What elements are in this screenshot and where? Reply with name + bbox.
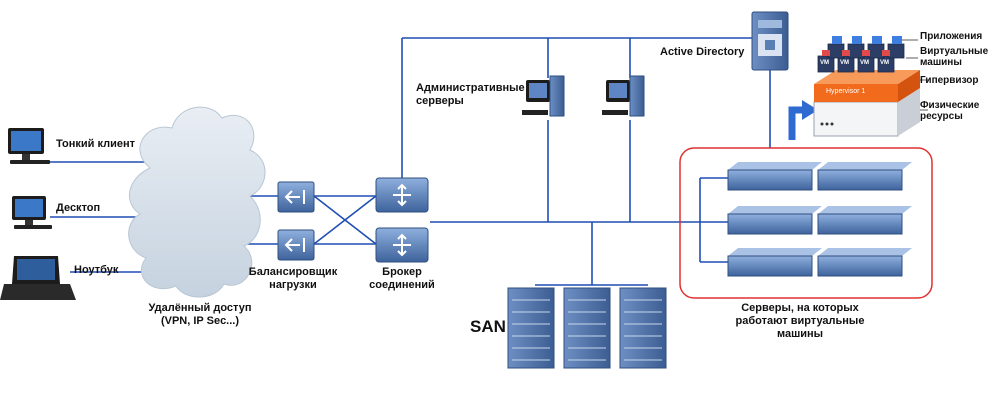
link-lb2-broker1	[313, 195, 377, 245]
vm-server-cluster-outline	[679, 147, 933, 299]
label-apps: Приложения	[920, 31, 983, 42]
connection-broker-line1: Брокер	[382, 266, 422, 278]
remote-access-cloud	[128, 106, 266, 298]
vm-server-6	[817, 248, 912, 277]
vm-tag: VM	[860, 60, 869, 66]
stack-callouts	[902, 39, 928, 111]
vm-server-1	[727, 162, 822, 191]
load-balancer-line2: нагрузки	[269, 279, 317, 291]
label-load-balancer: Балансировщик нагрузки	[246, 266, 340, 292]
load-balancer-line1: Балансировщик	[248, 266, 338, 278]
san-storage-rack-3	[619, 287, 667, 369]
vm-tag: VM	[840, 60, 849, 66]
san-storage-rack-2	[563, 287, 611, 369]
label-laptop: Ноутбук	[74, 264, 119, 276]
active-directory-server	[751, 11, 789, 71]
admin-servers-line1: Административные	[416, 82, 525, 94]
label-vm-servers: Серверы, на которых работают виртуальные…	[730, 302, 870, 341]
vm-tag: VM	[820, 60, 829, 66]
label-physical-resources: Физические ресурсы	[920, 100, 979, 122]
vm-servers-line3: машины	[776, 328, 824, 340]
thin-client-device	[8, 128, 50, 164]
load-balancer-2	[277, 229, 315, 261]
admin-server-1	[522, 75, 565, 117]
vm-server-4	[817, 206, 912, 235]
san-storage-rack-1	[507, 287, 555, 369]
virtualization-stack	[813, 36, 920, 137]
connection-broker-2	[375, 227, 429, 263]
vm-tag: VM	[880, 60, 889, 66]
label-vms: Виртуальные машины	[920, 46, 988, 68]
laptop-device	[0, 256, 76, 300]
desktop-device	[12, 196, 52, 229]
connection-broker-line2: соединений	[369, 279, 435, 291]
vm-server-3	[727, 206, 822, 235]
physical-line2: ресурсы	[920, 111, 963, 122]
label-admin-servers: Административные серверы	[416, 82, 525, 108]
vms-line2: машины	[920, 57, 962, 68]
connection-broker-1	[375, 177, 429, 213]
label-active-directory: Active Directory	[660, 46, 745, 58]
admin-servers-line2: серверы	[416, 95, 464, 107]
load-balancer-1	[277, 181, 315, 213]
vm-server-2	[817, 162, 912, 191]
label-san: SAN	[470, 317, 506, 336]
physical-line1: Физические	[920, 100, 980, 111]
remote-access-line2: (VPN, IP Sec...)	[160, 315, 240, 327]
label-desktop: Десктоп	[56, 202, 101, 214]
label-remote-access: Удалённый доступ (VPN, IP Sec...)	[140, 302, 260, 328]
label-connection-broker: Брокер соединений	[362, 266, 442, 292]
vms-line1: Виртуальные	[920, 46, 989, 57]
vm-servers-line2: работают виртуальные	[735, 315, 865, 327]
hypervisor-badge: Hypervisor 1	[826, 88, 866, 95]
admin-server-2	[602, 75, 645, 117]
label-hypervisor: Гипервизор	[920, 75, 979, 86]
stack-arrow-icon	[788, 100, 818, 140]
vm-server-5	[727, 248, 822, 277]
remote-access-line1: Удалённый доступ	[148, 302, 252, 314]
label-thin-client: Тонкий клиент	[56, 138, 136, 150]
vm-servers-line1: Серверы, на которых	[741, 302, 859, 314]
